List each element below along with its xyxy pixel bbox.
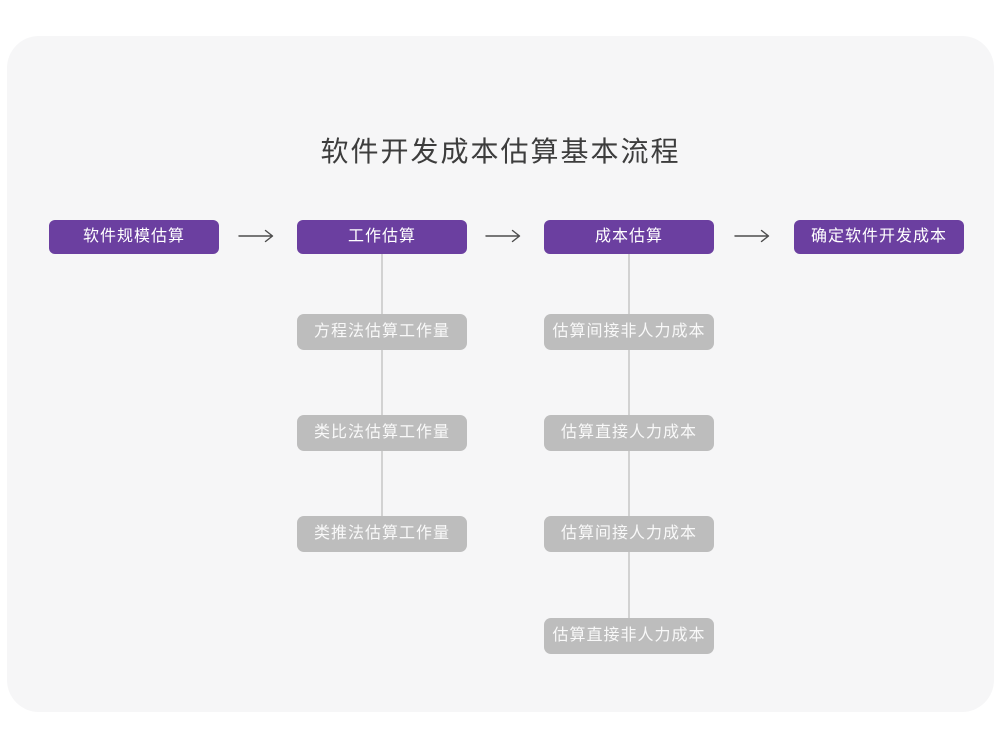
arrow-right-icon — [485, 229, 525, 243]
flow-node-determine-development-cost: 确定软件开发成本 — [794, 220, 964, 254]
flow-node-equation-method: 方程法估算工作量 — [297, 314, 467, 350]
flow-node-indirect-labor-cost: 估算间接人力成本 — [544, 516, 714, 552]
arrow-right-icon — [734, 229, 774, 243]
flow-node-cost-estimation: 成本估算 — [544, 220, 714, 254]
flow-node-software-scale-estimation: 软件规模估算 — [49, 220, 219, 254]
diagram-title: 软件开发成本估算基本流程 — [320, 136, 681, 167]
flow-node-work-estimation: 工作估算 — [297, 220, 467, 254]
flow-node-indirect-nonlabor-cost: 估算间接非人力成本 — [544, 314, 714, 350]
flow-node-direct-nonlabor-cost: 估算直接非人力成本 — [544, 618, 714, 654]
diagram-canvas: 软件开发成本估算基本流程 软件规模估算 工作估算 成本估算 确定软件开发成本 方… — [7, 36, 994, 712]
connector-line-work-branch — [381, 253, 383, 534]
flow-node-analogy-method: 类比法估算工作量 — [297, 415, 467, 451]
flow-node-extrapolation-method: 类推法估算工作量 — [297, 516, 467, 552]
arrow-right-icon — [238, 229, 278, 243]
flow-node-direct-labor-cost: 估算直接人力成本 — [544, 415, 714, 451]
